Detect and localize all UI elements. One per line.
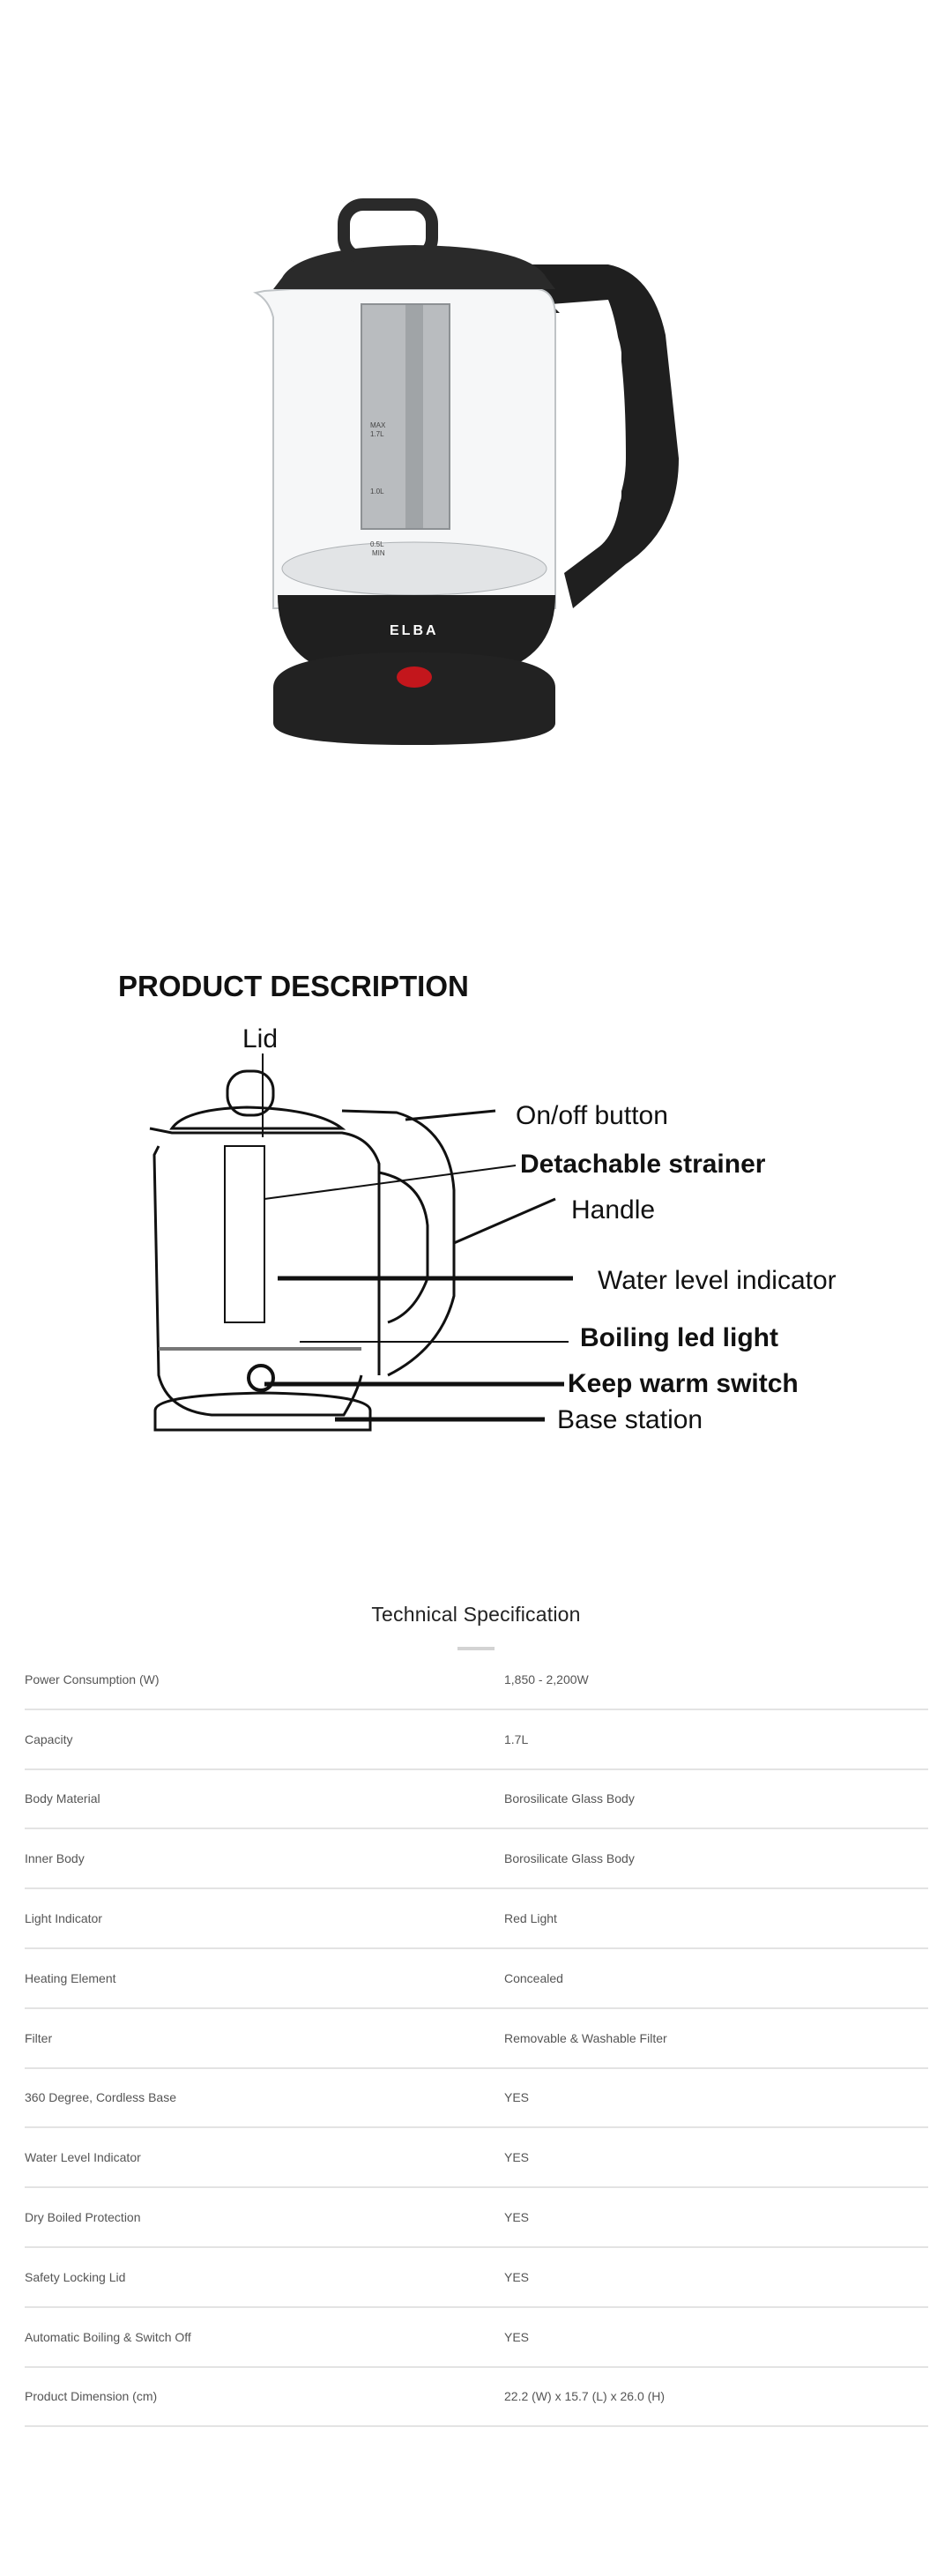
- spec-label: Automatic Boiling & Switch Off: [25, 2329, 191, 2344]
- spec-row: 360 Degree, Cordless Base YES: [25, 2069, 928, 2129]
- level-markings: MAX 1.7L 1.0L 0.5L MIN: [370, 421, 386, 557]
- svg-text:1.0L: 1.0L: [370, 488, 384, 495]
- spec-value: Red Light: [504, 1911, 557, 1926]
- label-water-level-indicator: Water level indicator: [598, 1266, 837, 1295]
- power-switch-icon: [397, 666, 432, 688]
- spec-table: Power Consumption (W) 1,850 - 2,200W Capac…: [25, 1650, 928, 2428]
- spec-value: YES: [504, 2210, 530, 2225]
- spec-row: Power Consumption (W) 1,850 - 2,200W: [25, 1650, 928, 1710]
- spec-label: Capacity: [25, 1731, 73, 1746]
- spec-row: Dry Boiled Protection YES: [25, 2188, 928, 2248]
- svg-text:0.5L: 0.5L: [370, 540, 384, 548]
- svg-text:1.7L: 1.7L: [370, 430, 384, 438]
- spec-value: 1.7L: [504, 1731, 529, 1746]
- spec-row: Automatic Boiling & Switch Off YES: [25, 2308, 928, 2368]
- spec-row: Filter Removable & Washable Filter: [25, 2009, 928, 2069]
- spec-label: Safety Locking Lid: [25, 2269, 126, 2284]
- label-boiling-led-light: Boiling led light: [580, 1323, 778, 1352]
- spec-value: 1,850 - 2,200W: [504, 1671, 589, 1686]
- label-onoff-button: On/off button: [516, 1101, 668, 1130]
- spec-label: Power Consumption (W): [25, 1671, 160, 1686]
- brand-logo: ELBA: [390, 623, 439, 638]
- spec-title-divider: [457, 1647, 495, 1650]
- spec-title: Technical Specification: [371, 1603, 581, 1626]
- svg-text:MIN: MIN: [372, 549, 385, 557]
- product-description-diagram: PRODUCT DESCRIPTION Lid On/off button De…: [118, 970, 837, 1434]
- spec-label: Body Material: [25, 1791, 100, 1806]
- spec-row: Safety Locking Lid YES: [25, 2248, 928, 2308]
- spec-value: YES: [504, 2269, 530, 2284]
- spec-label: Heating Element: [25, 1970, 116, 1985]
- diagram-heading: PRODUCT DESCRIPTION: [118, 970, 469, 1002]
- spec-row: Product Dimension (cm) 22.2 (W) x 15.7 (L…: [25, 2368, 928, 2428]
- spec-row: Inner Body Borosilicate Glass Body: [25, 1829, 928, 1890]
- spec-label: Inner Body: [25, 1851, 85, 1866]
- spec-row: Heating Element Concealed: [25, 1949, 928, 2009]
- svg-text:MAX: MAX: [370, 421, 386, 429]
- label-handle: Handle: [571, 1195, 655, 1225]
- spec-row: Body Material Borosilicate Glass Body: [25, 1770, 928, 1830]
- spec-value: YES: [504, 2090, 530, 2105]
- spec-row: Capacity 1.7L: [25, 1710, 928, 1770]
- spec-label: Light Indicator: [25, 1911, 102, 1926]
- spec-label: Product Dimension (cm): [25, 2389, 158, 2404]
- spec-label: 360 Degree, Cordless Base: [25, 2090, 176, 2105]
- spec-value: Removable & Washable Filter: [504, 2030, 667, 2045]
- kettle-product-photo: MAX 1.7L 1.0L 0.5L MIN ELBA: [253, 198, 679, 745]
- spec-value: Borosilicate Glass Body: [504, 1791, 635, 1806]
- label-keep-warm-switch: Keep warm switch: [568, 1369, 799, 1398]
- spec-value: YES: [504, 2329, 530, 2344]
- label-base-station: Base station: [557, 1405, 703, 1434]
- label-detachable-strainer: Detachable strainer: [520, 1150, 766, 1179]
- spec-row: Water Level Indicator YES: [25, 2128, 928, 2189]
- spec-value: YES: [504, 2150, 530, 2165]
- spec-value: Concealed: [504, 1970, 563, 1985]
- spec-label: Water Level Indicator: [25, 2150, 141, 2165]
- spec-label: Dry Boiled Protection: [25, 2210, 141, 2225]
- spec-row: Light Indicator Red Light: [25, 1889, 928, 1949]
- label-lid: Lid: [242, 1024, 278, 1053]
- spec-value: 22.2 (W) x 15.7 (L) x 26.0 (H): [504, 2389, 666, 2404]
- spec-value: Borosilicate Glass Body: [504, 1851, 635, 1866]
- spec-label: Filter: [25, 2030, 53, 2045]
